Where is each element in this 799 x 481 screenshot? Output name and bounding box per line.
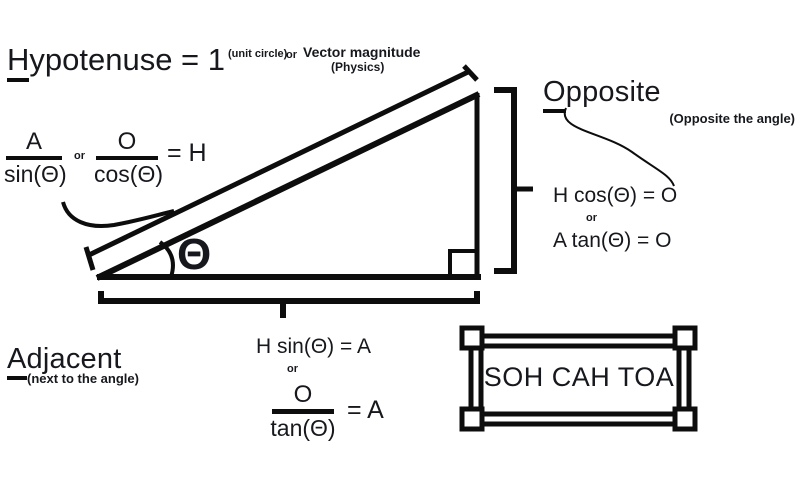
equals-h-label: = H: [167, 139, 207, 167]
opposite-label-initial: O: [543, 76, 566, 113]
frame-corner-bottom-right: [672, 406, 698, 432]
fraction-o-over-cos: O cos(Θ): [94, 128, 163, 188]
unit-circle-note: (unit circle): [228, 48, 288, 60]
adjacent-formula-1: H sin(Θ) = A: [256, 335, 371, 358]
fraction-denominator: tan(Θ): [270, 415, 336, 441]
opposite-note: (Opposite the angle): [669, 111, 795, 126]
adjacent-label: Adjacent: [7, 343, 122, 380]
frame-corner-top-right: [672, 325, 698, 351]
fraction-denominator: cos(Θ): [94, 161, 163, 187]
angle-arc: [158, 240, 175, 278]
fraction-numerator: O: [293, 381, 313, 408]
fraction-numerator: A: [25, 128, 42, 155]
fraction-numerator: O: [117, 128, 137, 155]
hypotenuse-or-label: or: [74, 150, 85, 162]
opposite-or-label: or: [586, 212, 597, 224]
adjacent-side-bracket: [98, 291, 480, 318]
fraction-bar: [96, 156, 158, 160]
hypotenuse-title-initial: H: [7, 42, 30, 82]
fraction-denominator: sin(Θ): [4, 161, 67, 187]
equals-a-label: = A: [347, 396, 384, 424]
hypotenuse-bracket-right-cap: [462, 64, 479, 82]
fraction-bar: [272, 409, 334, 414]
opposite-label: Opposite: [543, 76, 661, 113]
fraction-bar: [6, 156, 62, 160]
physics-note: (Physics): [331, 60, 385, 74]
opposite-label-rest: pposite: [565, 76, 661, 108]
adjacent-label-rest: djacent: [26, 343, 122, 375]
fraction-o-over-tan: O tan(Θ): [270, 382, 336, 442]
adjacent-label-initial: A: [7, 343, 27, 380]
fraction-a-over-sin: A sin(Θ): [4, 128, 67, 188]
frame-corner-top-left: [459, 325, 485, 351]
opposite-formula-2: A tan(Θ) = O: [553, 229, 672, 252]
hypotenuse-title-rest: ypotenuse = 1: [29, 42, 226, 77]
fraction-to-hypotenuse-arrow: [61, 201, 175, 228]
theta-symbol: Θ: [177, 230, 212, 279]
adjacent-or-label: or: [287, 363, 298, 375]
opposite-side-bracket: [494, 87, 533, 274]
opposite-formula-1: H cos(Θ) = O: [553, 184, 678, 207]
hypotenuse-title: Hypotenuse = 1: [7, 42, 226, 82]
soh-cah-toa-label: SOH CAH TOA: [483, 362, 675, 392]
title-or-note: or: [286, 49, 297, 61]
right-angle-marker: [448, 249, 479, 279]
vector-magnitude-note: Vector magnitude: [303, 44, 421, 60]
frame-corner-bottom-left: [459, 406, 485, 432]
adjacent-note: (next to the angle): [27, 371, 139, 386]
hypotenuse-bracket-left-cap: [83, 246, 96, 271]
